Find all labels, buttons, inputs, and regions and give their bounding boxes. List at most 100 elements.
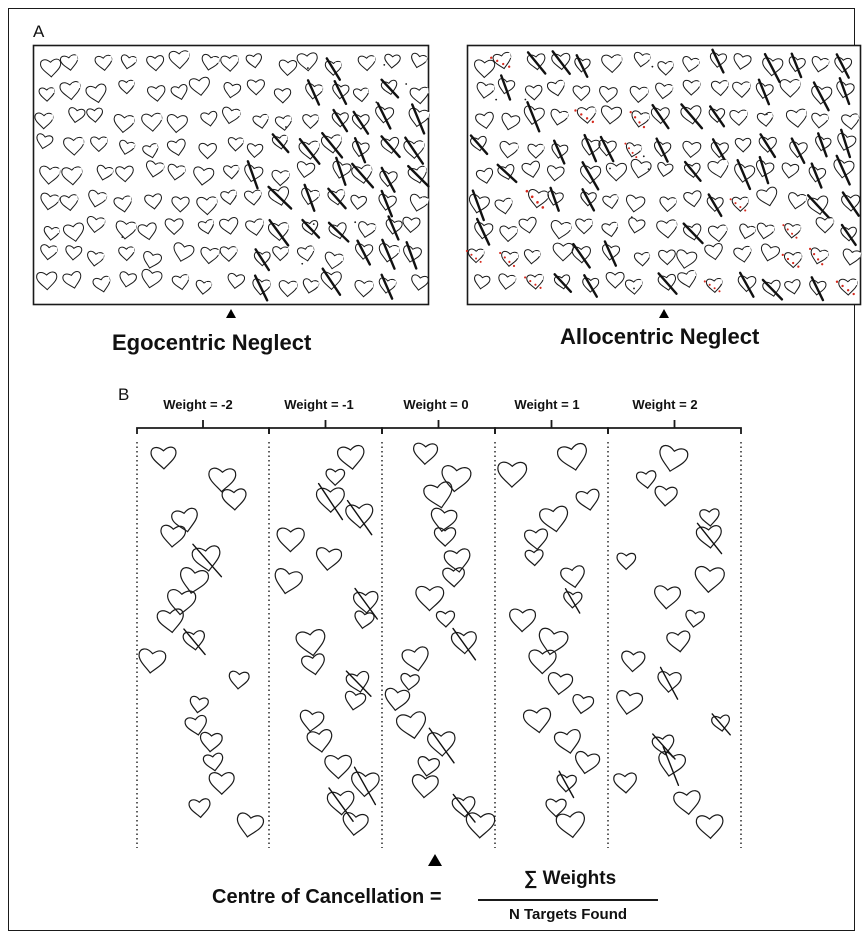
heart: [156, 608, 184, 634]
heart: [624, 142, 643, 159]
heart: [143, 250, 162, 269]
weight-label-minus-1: Weight = -1: [284, 397, 354, 412]
formula-denominator: N Targets Found: [508, 906, 628, 923]
cancelled-heart: [352, 587, 379, 620]
heart: [296, 161, 316, 179]
heart: [193, 166, 215, 186]
formula-numerator: ∑ Weights: [523, 868, 617, 889]
cancelled-heart: [271, 133, 290, 154]
cancel-mark: [683, 160, 702, 182]
cancel-mark: [526, 51, 547, 75]
heart: [141, 112, 163, 132]
heart: [494, 197, 513, 215]
cancelled-heart: [267, 185, 293, 210]
cancelled-heart: [657, 666, 682, 700]
cancel-mark: [404, 136, 425, 165]
cancelled-heart: [301, 183, 320, 212]
heart: [522, 707, 552, 734]
heart: [120, 54, 137, 70]
heart: [88, 189, 108, 208]
cancelled-heart: [253, 248, 271, 272]
cancelled-heart: [380, 135, 401, 159]
heart: [572, 85, 591, 102]
cancel-mark: [496, 163, 518, 184]
column-brace: [494, 420, 609, 434]
cancelled-heart: [706, 193, 724, 218]
heart: [666, 630, 691, 653]
cancel-mark: [335, 156, 347, 186]
cancelled-heart: [379, 166, 398, 193]
heart: [443, 548, 471, 573]
heart: [501, 112, 521, 131]
heart: [538, 627, 569, 656]
heart: [788, 192, 807, 210]
cancelled-heart: [571, 242, 591, 269]
cancel-mark: [583, 274, 599, 298]
heart: [497, 461, 528, 488]
heart: [657, 61, 674, 76]
heart: [297, 245, 315, 262]
heart: [703, 278, 723, 294]
heart: [523, 249, 541, 265]
cancelled-heart: [315, 482, 345, 521]
midline-arrow: [428, 854, 442, 866]
heart: [166, 138, 186, 157]
heart: [575, 488, 600, 511]
cancel-mark: [806, 194, 831, 220]
cancelled-heart: [191, 543, 223, 578]
cancelled-heart: [708, 105, 726, 128]
heart: [39, 165, 61, 185]
heart: [166, 114, 188, 134]
heart: [658, 249, 676, 266]
heart: [199, 731, 223, 753]
heart: [409, 86, 429, 105]
cancelled-heart: [468, 189, 490, 222]
cancel-mark: [835, 53, 850, 79]
cancelled-heart: [709, 48, 727, 74]
heart: [146, 55, 165, 72]
heart: [629, 85, 649, 104]
heart: [40, 244, 58, 261]
cancel-mark: [583, 133, 598, 163]
cancelled-heart: [755, 155, 775, 185]
heart: [173, 242, 195, 262]
heart: [499, 225, 518, 243]
cancel-mark: [317, 482, 344, 521]
cancel-mark: [651, 103, 670, 130]
heart: [574, 106, 597, 124]
heart: [525, 188, 550, 209]
heart: [402, 216, 421, 234]
cancelled-heart: [244, 160, 264, 190]
cancelled-heart: [683, 160, 702, 182]
heart: [86, 216, 106, 234]
cancelled-heart: [808, 162, 827, 189]
cancel-mark: [549, 186, 560, 212]
heart: [119, 139, 136, 155]
heart: [301, 653, 325, 676]
dot: [765, 113, 768, 116]
cancelled-heart: [580, 188, 597, 212]
heart: [171, 196, 190, 213]
cancel-mark: [407, 164, 430, 188]
heart: [272, 246, 289, 262]
heart: [707, 158, 729, 179]
cancel-mark: [376, 102, 392, 130]
heart: [423, 481, 453, 509]
heart: [68, 107, 86, 124]
heart: [527, 143, 545, 159]
heart: [842, 248, 862, 266]
heart: [144, 193, 162, 210]
heart: [245, 53, 262, 69]
cancel-mark: [790, 52, 803, 79]
heart: [197, 219, 215, 235]
cancel-mark: [301, 218, 321, 239]
heart: [306, 729, 333, 753]
cancel-mark: [353, 766, 377, 806]
heart: [556, 442, 587, 471]
cancel-mark: [333, 80, 348, 106]
cancel-mark: [581, 161, 600, 191]
cancelled-heart: [581, 133, 601, 163]
heart: [115, 165, 134, 183]
cancelled-heart: [758, 133, 777, 159]
heart: [167, 589, 197, 616]
